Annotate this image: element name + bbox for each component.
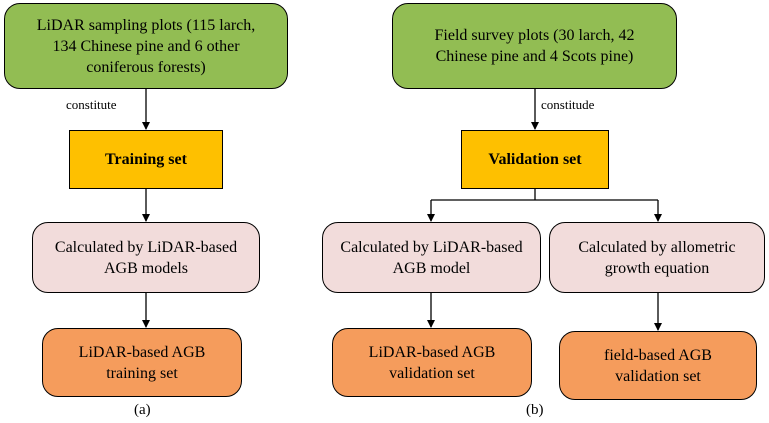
lidar-agb-validation-set-text: LiDAR-based AGB validation set (368, 343, 496, 382)
validation-set-text: Validation set (488, 151, 582, 168)
training-set-text: Training set (105, 151, 187, 168)
training-set-box: Training set (69, 130, 223, 189)
allometric-equation-text: Calculated by allometric growth equation (578, 238, 736, 277)
field-survey-plots-text: Field survey plots (30 larch, 42 Chinese… (434, 27, 635, 65)
lidar-agb-training-set-text: LiDAR-based AGB training set (78, 343, 206, 382)
lidar-agb-models-box: Calculated by LiDAR-based AGB models (32, 222, 260, 293)
lidar-agb-model-box: Calculated by LiDAR-based AGB model (322, 222, 541, 293)
lidar-agb-training-set-box: LiDAR-based AGB training set (42, 328, 242, 397)
allometric-equation-box: Calculated by allometric growth equation (549, 222, 765, 293)
constitute-label-a: constitute (66, 97, 117, 112)
lidar-agb-validation-set-box: LiDAR-based AGB validation set (332, 328, 532, 397)
validation-set-box: Validation set (461, 130, 609, 189)
lidar-sampling-plots-text: LiDAR sampling plots (115 larch, 134 Chi… (36, 16, 256, 76)
lidar-agb-models-text: Calculated by LiDAR-based AGB models (54, 238, 238, 277)
caption-a: (a) (134, 402, 151, 418)
field-agb-validation-set-text: field-based AGB validation set (604, 346, 712, 385)
constitude-label-b: constitude (541, 97, 595, 112)
field-agb-validation-set-box: field-based AGB validation set (559, 331, 757, 400)
lidar-agb-model-text: Calculated by LiDAR-based AGB model (340, 238, 523, 277)
lidar-sampling-plots-box: LiDAR sampling plots (115 larch, 134 Chi… (4, 3, 288, 89)
caption-b: (b) (526, 402, 544, 418)
field-survey-plots-box: Field survey plots (30 larch, 42 Chinese… (392, 3, 677, 89)
